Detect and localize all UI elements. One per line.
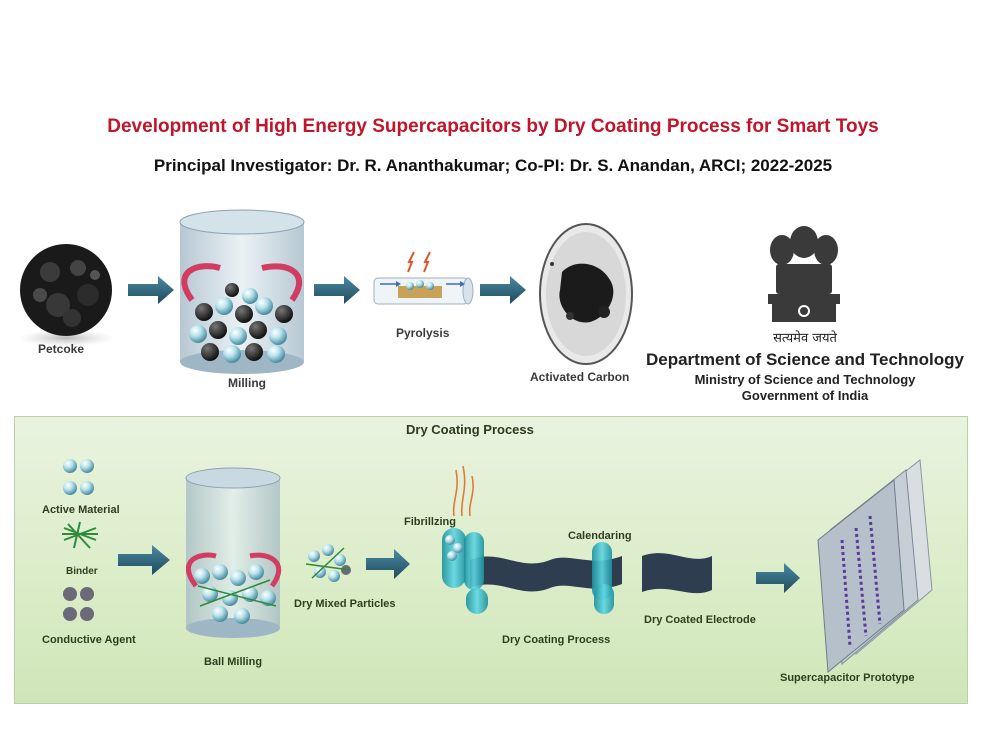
active-material-icon [63, 459, 94, 495]
national-emblem-icon [768, 226, 840, 322]
binder-icon [62, 521, 98, 549]
conductive-agent-icon [63, 587, 94, 621]
dry-coated-electrode-image [642, 553, 712, 594]
milling-jar-image [179, 209, 305, 374]
fibrillzing-label: Fibrillzing [404, 516, 456, 528]
fibrillzing-rollers [442, 528, 488, 614]
milling-label: Milling [228, 376, 266, 390]
petcoke-label: Petcoke [38, 342, 85, 356]
dst-motto: सत्यमेव जयते [773, 331, 837, 346]
fibrillzing-heat-icon [452, 465, 474, 517]
petcoke-image [18, 244, 114, 347]
dry-coating-section-title: Dry Coating Process [406, 422, 534, 437]
supercapacitor-prototype-label: Supercapacitor Prototype [780, 672, 915, 684]
pyrolysis-label: Pyrolysis [396, 326, 450, 340]
calendaring-rollers [592, 542, 614, 614]
arrow-icon [366, 549, 410, 579]
dst-logo: सत्यमेव जयते Department of Science and T… [640, 212, 970, 408]
pyrolysis-tube-image [373, 251, 474, 305]
ball-milling-label: Ball Milling [204, 656, 263, 668]
active-material-label: Active Material [42, 504, 120, 516]
page-title: Development of High Energy Supercapacito… [107, 116, 879, 137]
dst-department: Department of Science and Technology [645, 350, 965, 369]
arrow-icon [314, 276, 360, 304]
supercapacitor-prototype-image [817, 459, 933, 673]
calendaring-label: Calendaring [568, 530, 632, 542]
dst-ministry: Ministry of Science and Technology [694, 372, 916, 387]
binder-label: Binder [66, 566, 98, 577]
conductive-agent-label: Conductive Agent [42, 634, 136, 646]
arrow-icon [480, 276, 526, 304]
dry-mixed-particles-image [305, 544, 351, 582]
arrow-icon [756, 563, 800, 593]
dst-government: Government of India [741, 388, 869, 403]
activated-carbon-image [539, 223, 633, 365]
page-subtitle: Principal Investigator: Dr. R. Ananthaku… [153, 156, 833, 175]
ball-milling-jar-image [185, 467, 282, 638]
arrow-icon [118, 545, 170, 575]
dry-coating-process-label: Dry Coating Process [502, 634, 611, 646]
dry-coated-electrode-label: Dry Coated Electrode [644, 614, 756, 626]
dry-mixed-particles-label: Dry Mixed Particles [294, 598, 396, 610]
electrode-ribbon [470, 556, 622, 592]
arrow-icon [128, 276, 174, 304]
activated-carbon-label: Activated Carbon [530, 370, 630, 384]
